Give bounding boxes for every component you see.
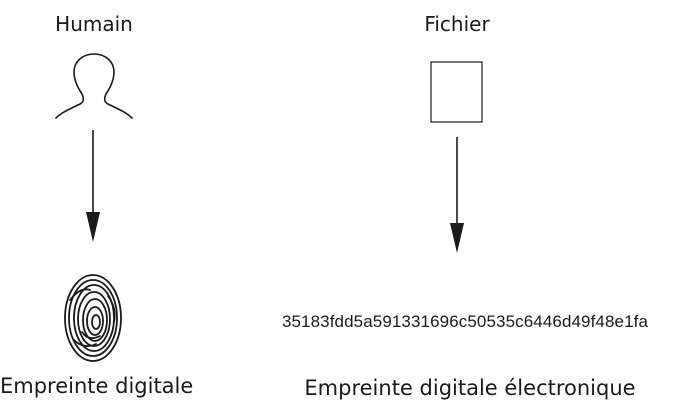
arrow-human-to-fingerprint: [86, 130, 100, 242]
fingerprint-icon: [64, 274, 122, 362]
digital-fingerprint-label: Empreinte digitale électronique: [304, 376, 636, 400]
arrow-file-to-hash: [450, 137, 464, 253]
file-icon: [430, 61, 483, 123]
hash-value: 35183fdd5a591331696c50535c6446d49f48e1fa: [281, 312, 649, 331]
person-silhouette-icon: [55, 53, 133, 119]
file-label: Fichier: [424, 12, 490, 36]
fingerprint-label: Empreinte digitale: [0, 374, 194, 398]
human-label: Humain: [55, 12, 133, 36]
